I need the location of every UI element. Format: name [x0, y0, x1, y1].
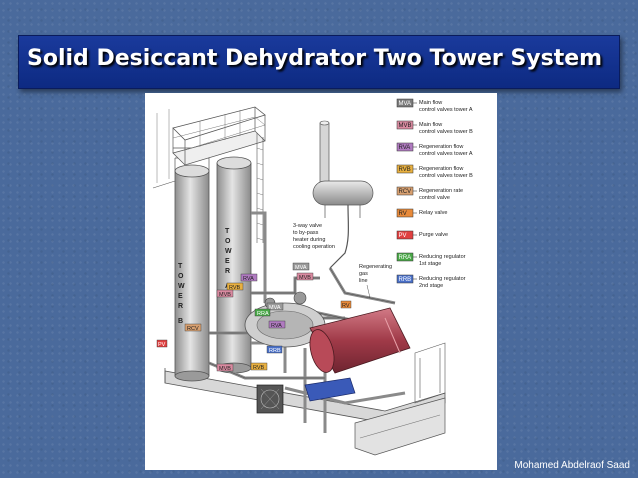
legend-code: PV — [399, 233, 407, 239]
tag-rvb-2: RVB — [250, 362, 268, 371]
legend-code: MVB — [399, 123, 412, 129]
tag-rra: RRA — [254, 308, 271, 317]
tag-pv: PV — [156, 339, 168, 348]
legend-code: MVA — [399, 101, 412, 107]
svg-text:RVA: RVA — [271, 323, 282, 329]
tag-mva-2: MVA — [266, 302, 284, 311]
svg-text:RV: RV — [342, 303, 350, 309]
svg-text:Regenerating: Regenerating — [359, 264, 392, 270]
svg-text:R: R — [225, 268, 230, 275]
note-bypass: 3-way valve to by-pass heater during coo… — [293, 223, 335, 250]
legend-description: Regeneration flow — [419, 144, 463, 150]
top-platform-railing — [152, 106, 266, 243]
svg-text:to by-pass: to by-pass — [293, 230, 319, 236]
right-platform — [414, 342, 446, 404]
svg-text:T: T — [178, 263, 183, 270]
legend-description: Regeneration flow — [419, 166, 463, 172]
tag-mvb-2: MVB — [216, 289, 234, 298]
svg-text:T: T — [225, 228, 230, 235]
legend-description: control valves tower B — [419, 173, 473, 179]
heater — [309, 307, 411, 374]
legend-description: Reducing regulator — [419, 254, 466, 260]
tag-mva-1: MVA — [292, 262, 310, 271]
legend-description: control valve — [419, 195, 450, 201]
svg-text:RRA: RRA — [257, 311, 269, 317]
legend-description: Purge valve — [419, 232, 448, 238]
svg-text:O: O — [225, 238, 231, 245]
dehydrator-diagram: T O W E R B T O W E R A — [145, 93, 497, 470]
svg-text:W: W — [178, 283, 185, 290]
legend-description: Main flow — [419, 122, 442, 128]
legend-description: Regeneration rate — [419, 188, 463, 194]
svg-text:RVB: RVB — [229, 285, 241, 291]
svg-text:PV: PV — [158, 342, 166, 348]
title-bar: Solid Desiccant Dehydrator Two Tower Sys… — [18, 35, 620, 89]
svg-text:RCV: RCV — [187, 326, 199, 332]
tag-rva-2: RVA — [268, 320, 286, 329]
svg-text:MVA: MVA — [269, 305, 281, 311]
tag-mvb-1: MVB — [296, 272, 314, 281]
svg-text:W: W — [225, 248, 232, 255]
svg-text:RVB: RVB — [253, 365, 265, 371]
svg-text:line: line — [359, 278, 368, 284]
legend-code: RVA — [399, 145, 411, 151]
tag-rvb-1: RVB — [226, 282, 244, 291]
slide-title: Solid Desiccant Dehydrator Two Tower Sys… — [27, 46, 603, 71]
legend-description: control valves tower B — [419, 129, 473, 135]
tag-rva-1: RVA — [240, 273, 258, 282]
legend-description: 2nd stage — [419, 283, 443, 289]
tower-b — [173, 147, 211, 382]
svg-text:MVB: MVB — [219, 292, 231, 298]
svg-text:O: O — [178, 273, 184, 280]
valve-tags: MVA MVB RVA RVB MVB MVA — [156, 262, 352, 372]
legend-description: 1st stage — [419, 261, 441, 267]
author-credit: Mohamed Abdelraof Saad — [514, 460, 630, 471]
legend-item-pv: PV Purge valve — [396, 230, 448, 240]
legend-code: RVB — [399, 167, 411, 173]
legend-description: control valves tower A — [419, 151, 473, 157]
svg-text:heater during: heater during — [293, 237, 325, 243]
tower-a — [216, 156, 252, 374]
svg-text:gas: gas — [359, 271, 368, 277]
note-regen: Regenerating gas line — [359, 264, 392, 299]
stack-and-drum — [312, 120, 374, 269]
svg-text:MVB: MVB — [219, 366, 231, 372]
svg-text:E: E — [178, 293, 183, 300]
filter — [304, 377, 356, 402]
cooler — [256, 384, 284, 414]
svg-text:E: E — [225, 258, 230, 265]
tag-rrb: RRB — [266, 345, 283, 354]
legend-code: RV — [399, 211, 407, 217]
tag-rv: RV — [340, 300, 352, 309]
svg-text:MVA: MVA — [295, 265, 307, 271]
svg-text:3-way valve: 3-way valve — [293, 223, 322, 229]
legend-description: Main flow — [419, 100, 442, 106]
legend-code: RRA — [399, 255, 412, 261]
tag-rcv: RCV — [184, 323, 202, 332]
svg-text:R: R — [178, 303, 183, 310]
legend-item-rv: RV Relay valve — [396, 208, 447, 218]
legend-description: Relay valve — [419, 210, 447, 216]
svg-text:B: B — [178, 318, 183, 325]
legend-code: RCV — [399, 189, 412, 195]
legend-description: control valves tower A — [419, 107, 473, 113]
tower-b-label: T O W E R B — [178, 263, 185, 325]
svg-text:RVA: RVA — [243, 276, 254, 282]
svg-text:MVB: MVB — [299, 275, 311, 281]
svg-text:RRB: RRB — [269, 348, 281, 354]
tag-mvb-3: MVB — [216, 363, 234, 372]
svg-text:cooling operation: cooling operation — [293, 244, 335, 250]
legend-description: Reducing regulator — [419, 276, 466, 282]
diagram-svg: T O W E R B T O W E R A — [152, 98, 473, 456]
legend-code: RRB — [399, 277, 412, 283]
